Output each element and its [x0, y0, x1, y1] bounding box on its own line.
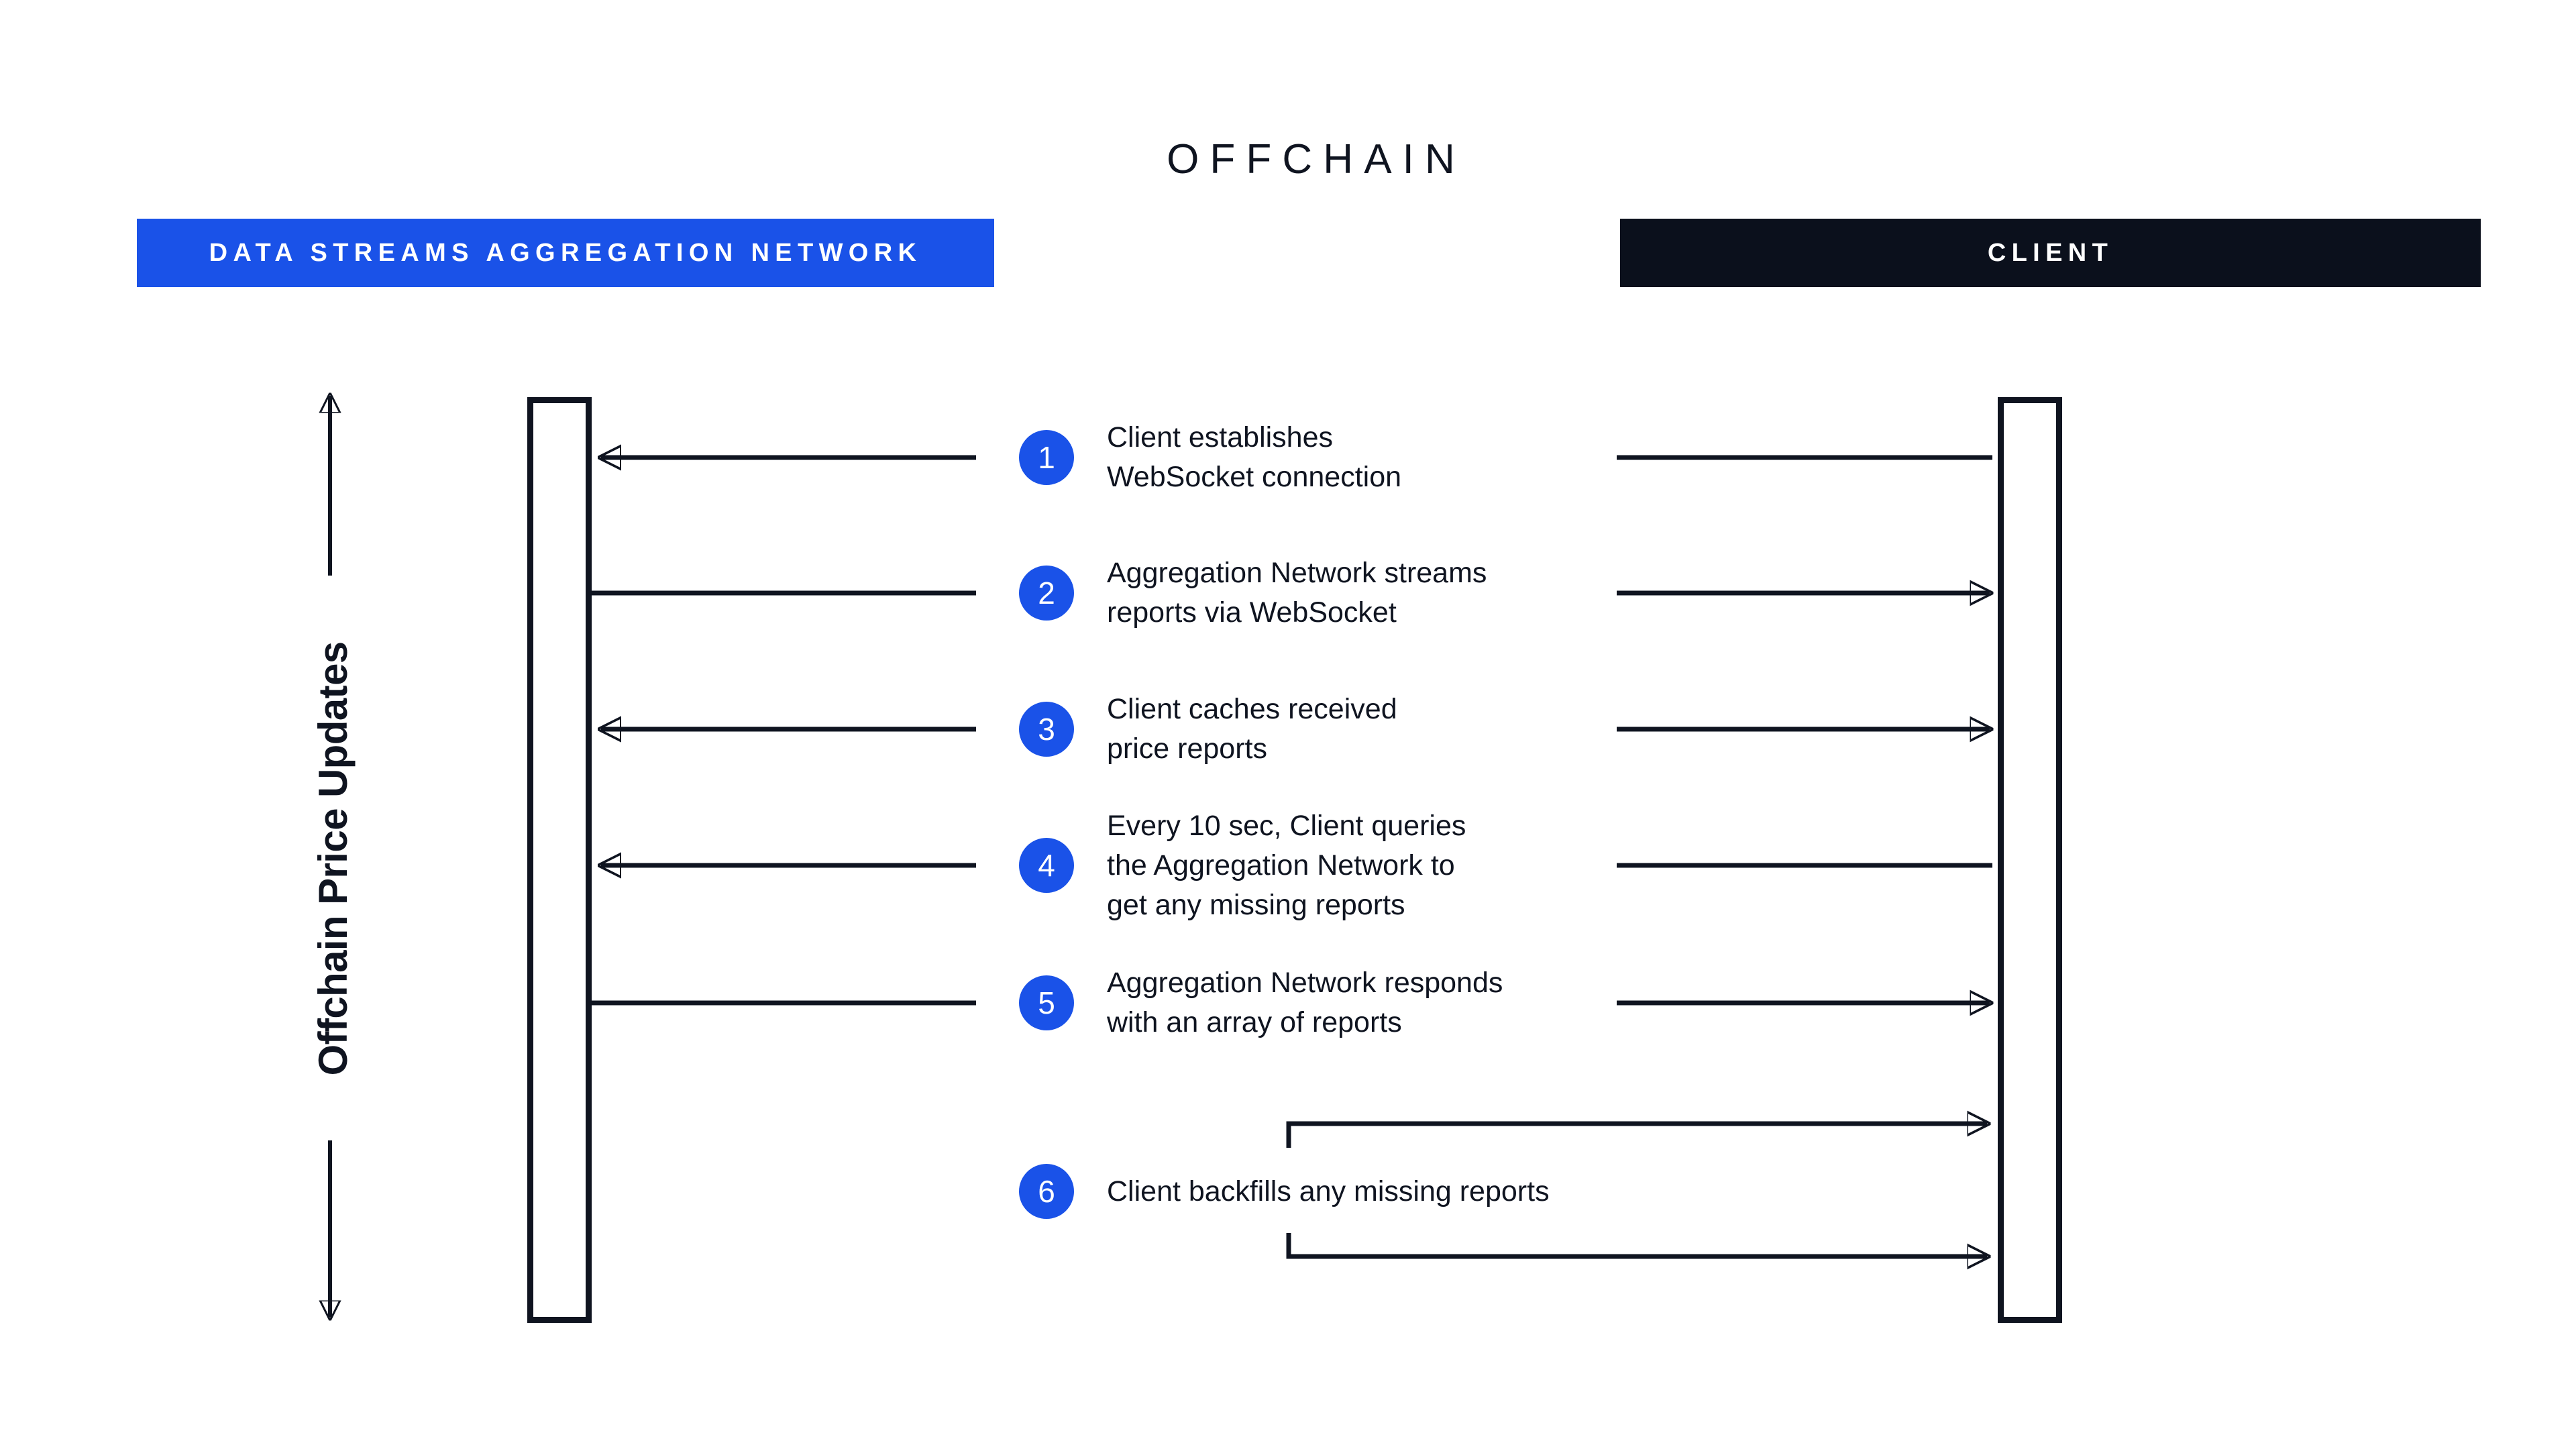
step5-text: Aggregation Network responds with an arr… — [1107, 967, 1503, 1038]
header-aggregation-network: DATA STREAMS AGGREGATION NETWORK — [137, 219, 994, 287]
step6-text: Client backfills any missing reports — [1107, 1175, 1550, 1208]
step2-text: Aggregation Network streams reports via … — [1107, 557, 1487, 629]
step2-badge: 2 — [1019, 566, 1074, 621]
step4-number: 4 — [1038, 848, 1055, 883]
step1-number: 1 — [1038, 440, 1055, 475]
header-client: CLIENT — [1620, 219, 2481, 287]
step3-badge: 3 — [1019, 702, 1074, 757]
step3-text: Client caches received price reports — [1107, 693, 1397, 765]
step3-number: 3 — [1038, 712, 1055, 747]
activation-bar-client — [1998, 397, 2062, 1323]
step1-text: Client establishes WebSocket connection — [1107, 421, 1402, 493]
step6-badge: 6 — [1019, 1164, 1074, 1219]
diagram-title: OFFCHAIN — [1167, 136, 1466, 182]
step4-badge: 4 — [1019, 838, 1074, 893]
step1-badge: 1 — [1019, 430, 1074, 485]
step2-number: 2 — [1038, 576, 1055, 610]
activation-bar-aggregation-network — [527, 397, 592, 1323]
step5-number: 5 — [1038, 985, 1055, 1020]
step6-number: 6 — [1038, 1174, 1055, 1209]
step4-text: Every 10 sec, Client queries the Aggrega… — [1107, 810, 1466, 921]
arrow-step6-lower-bracket — [1286, 1233, 1987, 1256]
step5-badge: 5 — [1019, 975, 1074, 1030]
arrow-step6-upper-bracket — [1286, 1124, 1987, 1148]
